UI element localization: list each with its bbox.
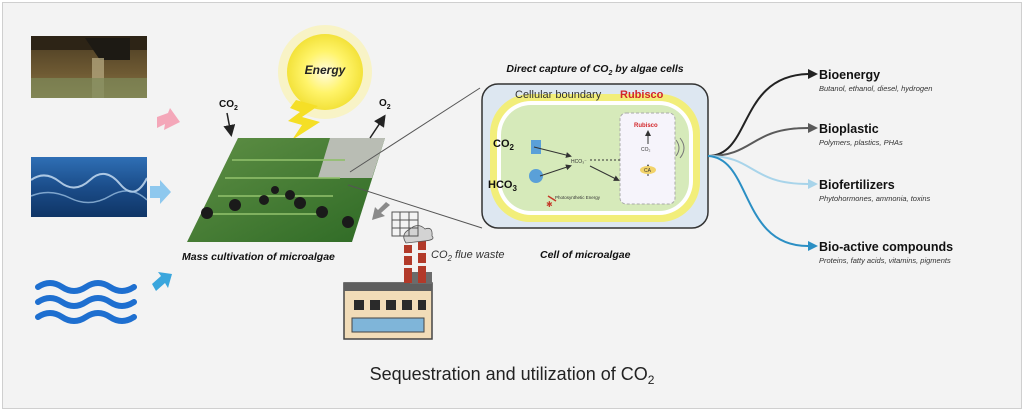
zoom-line-bottom [347,184,483,229]
product-biofertilizers-desc: Phytohormones, ammonia, toxins [819,194,931,203]
product-bioenergy-desc: Butanol, ethanol, diesel, hydrogen [819,84,932,93]
water-waves-icon [35,280,137,324]
cell-hco3-small: HCO₃⁻ [571,159,587,165]
figure-title: Sequestration and utilization of CO2 [370,364,655,387]
product-bioenergy-name: Bioenergy [819,68,880,82]
arrow-to-bioenergy [707,73,809,157]
product-bioactive-name: Bio-active compounds [819,240,953,254]
photosynthetic-energy-label: Photosynthetic Energy [555,195,601,200]
cell-caption: Cell of microalgae [540,249,631,261]
co2-input-arrow [223,112,236,137]
factory-icon [343,211,434,340]
product-bioplastic-desc: Polymers, plastics, PHAs [819,138,903,147]
input-arrow-teal [152,272,172,291]
cell-ca-label: CA [644,168,652,174]
direct-capture-label: Direct capture of CO2 by algae cells [506,63,683,77]
seawater-photo [30,157,148,217]
cell-hco3-label: HCO3 [488,179,517,193]
product-biofertilizers-name: Biofertilizers [819,178,895,192]
input-arrow-pink [157,108,180,130]
arrow-to-bioplastic [707,127,809,157]
mass-cultivation-label: Mass cultivation of microalgae [182,251,335,263]
sun-icon: Energy [278,25,372,119]
o2-output-label: O2 [379,98,391,111]
cell-co2-label: CO2 [493,138,515,152]
zoom-line-top [349,87,481,173]
o2-output-arrow [369,114,386,139]
raceway-pond-photo [187,138,385,242]
product-bioactive-desc: Proteins, fatty acids, vitamins, pigment… [819,256,951,265]
flue-waste-label: CO2 flue waste [431,249,505,263]
arrow-to-biofertilizers [707,155,809,185]
flue-gas-arrow [372,202,390,220]
rubisco-label: Rubisco [620,89,664,101]
arrow-to-bioactive [707,155,809,247]
co2-input-label: CO2 [219,99,238,112]
lightning-bolt-icon [288,100,320,140]
algae-cell: ✱ [481,83,709,229]
wastewater-photo [31,36,147,98]
energy-label: Energy [305,63,347,77]
svg-text:✱: ✱ [546,200,553,209]
input-arrow-blue [150,180,171,204]
cellular-boundary-label: Cellular boundary [515,89,602,101]
product-bioplastic-name: Bioplastic [819,122,879,136]
rubisco-inner-label: Rubisco [634,123,658,129]
cell-co2-small: CO₂ [641,147,651,153]
